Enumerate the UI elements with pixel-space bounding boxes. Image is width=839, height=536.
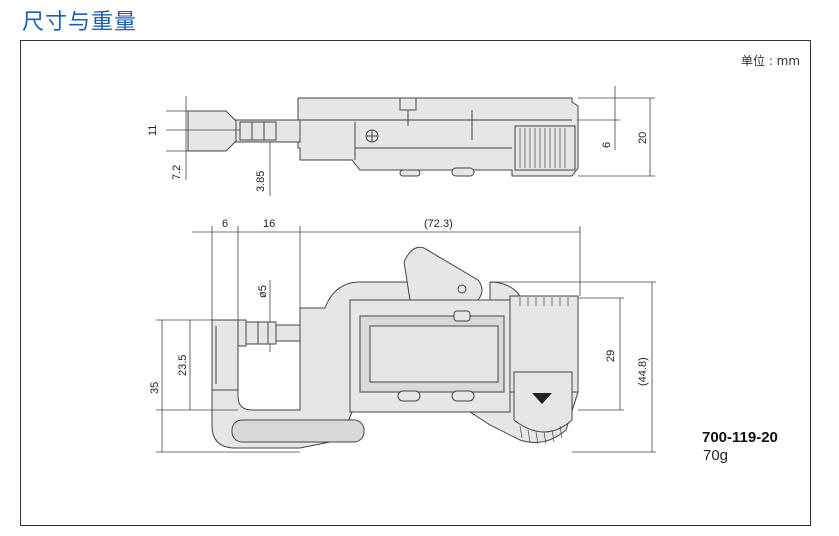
dim-29: 29 bbox=[605, 350, 617, 362]
front-view bbox=[156, 226, 656, 453]
down-arrow-icon bbox=[532, 393, 552, 404]
dim-16: 16 bbox=[263, 218, 275, 230]
spindle bbox=[245, 321, 277, 345]
front-grip bbox=[231, 419, 365, 443]
button-right bbox=[451, 390, 475, 402]
dim-11: 11 bbox=[147, 125, 159, 136]
dim-20: 20 bbox=[637, 132, 649, 144]
top-view-body bbox=[297, 97, 579, 177]
unit-label: 单位 : mm bbox=[741, 54, 801, 68]
top-view bbox=[166, 86, 655, 196]
dim-3-85: 3.85 bbox=[255, 171, 267, 192]
lock-lever bbox=[403, 246, 483, 301]
model-number: 700-119-20 bbox=[702, 429, 778, 446]
dim-6-top: 6 bbox=[601, 142, 613, 148]
dim-5: ø5 bbox=[257, 285, 269, 298]
dim-44-8: (44.8) bbox=[637, 357, 649, 386]
top-anvil bbox=[187, 110, 237, 152]
drawing-frame bbox=[20, 40, 811, 526]
dim-72-3: (72.3) bbox=[424, 218, 453, 230]
dim-7-2: 7.2 bbox=[171, 165, 183, 180]
dim-23-5: 23.5 bbox=[177, 355, 189, 376]
top-view-clamp bbox=[399, 97, 417, 111]
lcd-screen bbox=[369, 325, 499, 383]
button-left bbox=[397, 390, 421, 402]
dim-6-front: 6 bbox=[222, 218, 228, 230]
page-title: 尺寸与重量 bbox=[22, 10, 138, 35]
product-weight: 70g bbox=[703, 447, 729, 464]
dim-35: 35 bbox=[149, 382, 161, 394]
